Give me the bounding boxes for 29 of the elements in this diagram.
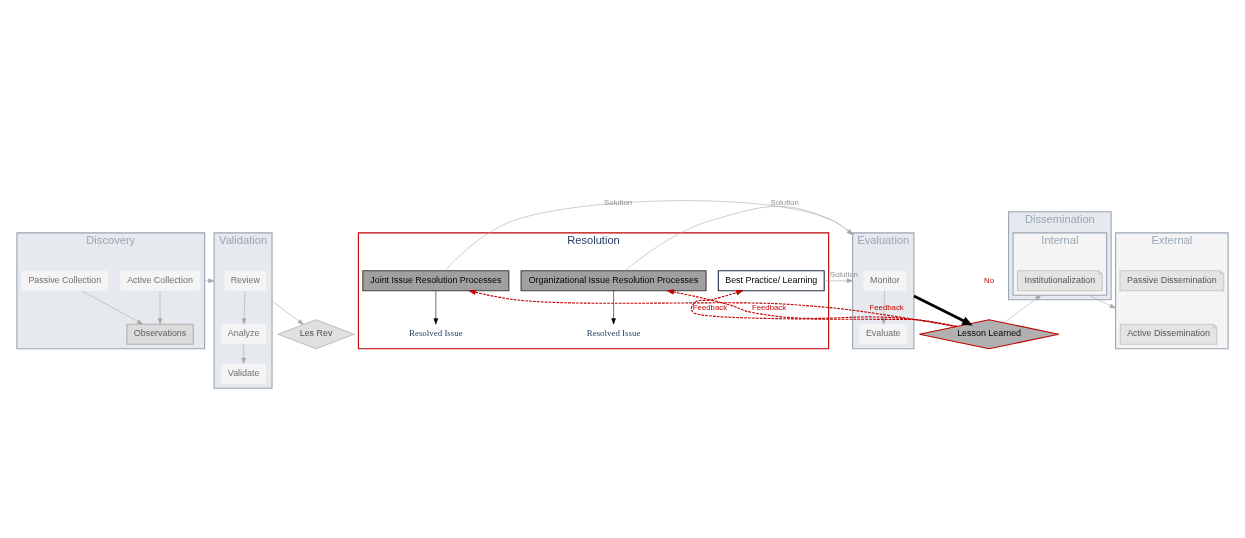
node-text: Resolved Issue [586, 327, 641, 338]
node-box: Monitor [863, 270, 907, 291]
node-box: Evaluate [859, 323, 908, 344]
node-box: Review [224, 270, 267, 291]
node-box: Passive Collection [21, 270, 108, 291]
arrow [611, 290, 616, 324]
arrow [271, 300, 304, 325]
arrow [81, 290, 144, 324]
arrow [1003, 294, 1042, 323]
arrow [824, 278, 853, 283]
arrow [468, 289, 957, 327]
node-box: Active Collection [120, 270, 200, 291]
arrow [444, 199, 853, 271]
node-box: Joint Issue Resolution Processes [362, 269, 510, 291]
arrow [241, 343, 246, 364]
node-box: Observations [126, 323, 194, 345]
node-text: Resolved Issue [409, 327, 463, 338]
arrow [157, 290, 163, 324]
arrow [433, 290, 439, 324]
arrow [204, 278, 215, 283]
arrow [241, 290, 247, 324]
node-box: Best Practice/ Learning [717, 269, 825, 291]
node-box: Validate [221, 363, 266, 384]
arrow [1088, 294, 1116, 308]
node-box: Analyze [221, 323, 266, 344]
node-box: Organizational Issue Resolution Processes [520, 269, 707, 291]
arrow [913, 294, 973, 325]
arrow [624, 205, 853, 271]
arrow [881, 290, 886, 324]
